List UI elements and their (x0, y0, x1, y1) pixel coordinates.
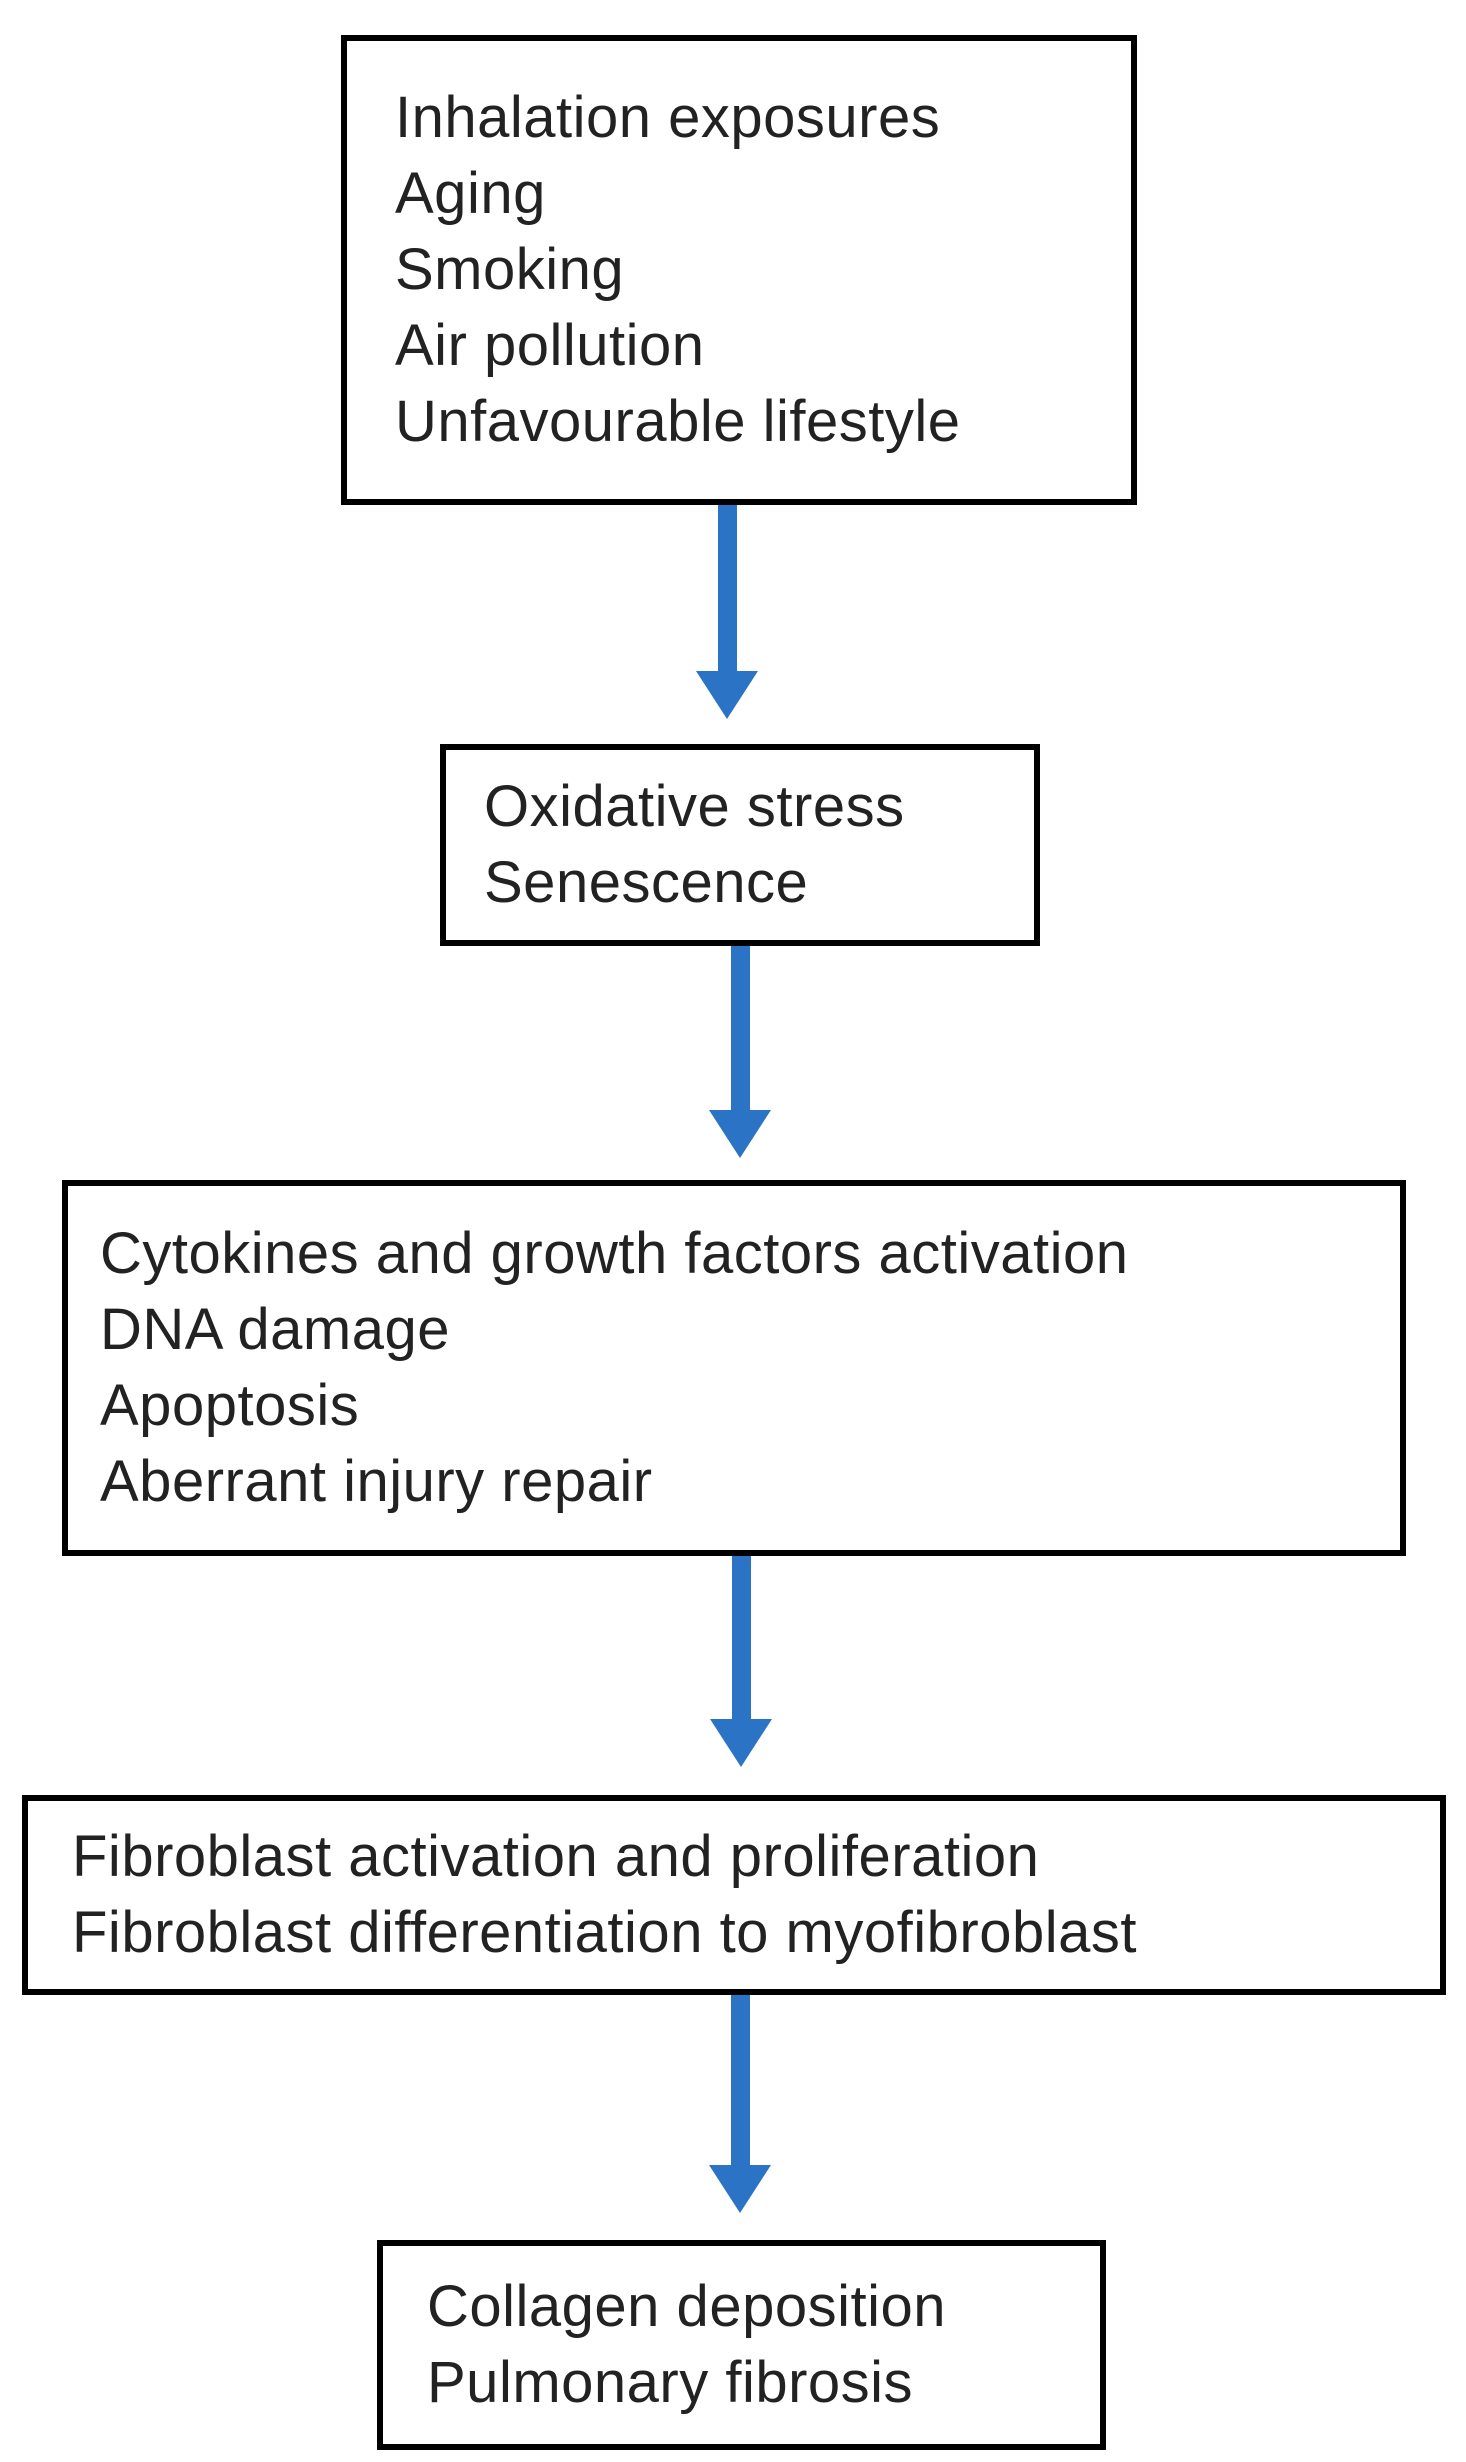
box-fibroblast-activation: Fibroblast activation and proliferation … (22, 1795, 1446, 1995)
box-line: Cytokines and growth factors activation (100, 1221, 1129, 1286)
box-line: Unfavourable lifestyle (395, 389, 961, 454)
box-fibrosis-outcome: Collagen deposition Pulmonary fibrosis (377, 2240, 1106, 2450)
box-line: Pulmonary fibrosis (427, 2350, 914, 2415)
box-risk-factors: Inhalation exposures Aging Smoking Air p… (341, 35, 1137, 505)
box-line: Senescence (484, 850, 809, 915)
down-arrow-icon (696, 505, 758, 719)
box-line: Aberrant injury repair (100, 1449, 653, 1514)
box-line: Smoking (395, 237, 625, 302)
arrow-head-icon (709, 2165, 771, 2213)
box-line: Fibroblast activation and proliferation (72, 1824, 1040, 1889)
arrow-head-icon (696, 671, 758, 719)
arrow-shaft (730, 1995, 750, 2165)
box-line: Air pollution (395, 313, 705, 378)
box-line: Fibroblast differentiation to myofibrobl… (72, 1900, 1137, 1965)
box-line: Aging (395, 161, 546, 226)
box-line: DNA damage (100, 1297, 450, 1362)
arrow-shaft (731, 1556, 751, 1719)
box-line: Oxidative stress (484, 774, 905, 839)
box-oxidative-stress-senescence: Oxidative stress Senescence (440, 744, 1040, 946)
arrow-shaft (730, 946, 750, 1110)
box-line: Inhalation exposures (395, 85, 941, 150)
box-cellular-injury-events: Cytokines and growth factors activation … (62, 1180, 1406, 1556)
arrow-head-icon (709, 1110, 771, 1158)
down-arrow-icon (709, 946, 771, 1158)
arrow-shaft (717, 505, 737, 671)
box-line: Collagen deposition (427, 2274, 946, 2339)
box-line: Apoptosis (100, 1373, 360, 1438)
down-arrow-icon (709, 1995, 771, 2213)
arrow-head-icon (710, 1719, 772, 1767)
down-arrow-icon (710, 1556, 772, 1767)
